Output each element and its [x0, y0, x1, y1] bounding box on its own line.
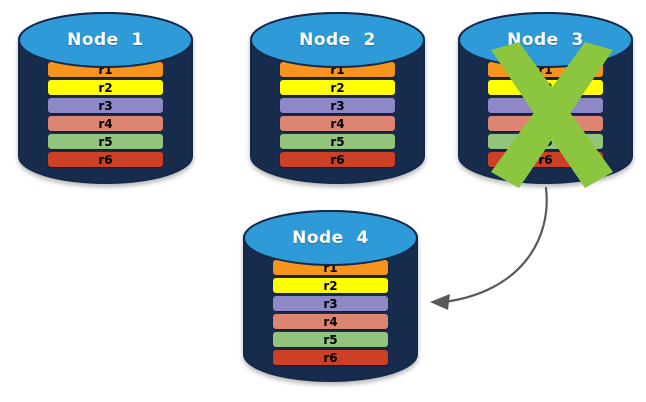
node-1-row-r6-label: r6: [98, 152, 113, 167]
node-3-title: Node 3: [507, 30, 584, 50]
node-3-cylinder-top: Node 3: [458, 12, 633, 68]
node-2-row-r6: r6: [279, 152, 396, 167]
node-2-row-r4: r4: [279, 116, 396, 131]
node-4-row-list: r1 r2 r3 r4 r5 r6: [243, 260, 418, 365]
node-3-row-r3-label: r3: [538, 98, 553, 113]
node-4-row-r4: r4: [272, 314, 389, 329]
node-4-row-r5: r5: [272, 332, 389, 347]
node-2-row-r3: r3: [279, 98, 396, 113]
node-3[interactable]: r1 r2 r3 r4 r5 r6 Node 3: [458, 12, 633, 184]
node-1-row-list: r1 r2 r3 r4 r5 r6: [18, 62, 193, 167]
node-4-row-r3-label: r3: [323, 296, 338, 311]
node-4-cylinder-top: Node 4: [243, 210, 418, 266]
node-4-row-r6-label: r6: [323, 350, 338, 365]
node-3-row-r3: r3: [487, 98, 604, 113]
node-2-cylinder-top: Node 2: [250, 12, 425, 68]
node-3-row-r4: r4: [487, 116, 604, 131]
node-1-row-r5-label: r5: [98, 134, 113, 149]
node-4-title: Node 4: [292, 228, 369, 248]
node-1-row-r3: r3: [47, 98, 164, 113]
node-4-row-r5-label: r5: [323, 332, 338, 347]
node-1-title: Node 1: [67, 30, 144, 50]
node-3-row-r4-label: r4: [538, 116, 553, 131]
node-3-row-list: r1 r2 r3 r4 r5 r6: [458, 62, 633, 167]
node-1-row-r3-label: r3: [98, 98, 113, 113]
node-1-row-r4-label: r4: [98, 116, 113, 131]
node-3-row-r6: r6: [487, 152, 604, 167]
node-1-row-r6: r6: [47, 152, 164, 167]
node-4[interactable]: r1 r2 r3 r4 r5 r6 Node 4: [243, 210, 418, 382]
node-2-row-r2: r2: [279, 80, 396, 95]
node-1[interactable]: r1 r2 r3 r4 r5 r6 Node 1: [18, 12, 193, 184]
node-2-row-r6-label: r6: [330, 152, 345, 167]
node-2-title: Node 2: [299, 30, 376, 50]
node-2[interactable]: r1 r2 r3 r4 r5 r6 Node 2: [250, 12, 425, 184]
node-1-row-r2: r2: [47, 80, 164, 95]
node-1-row-r5: r5: [47, 134, 164, 149]
node-3-row-r5-label: r5: [538, 134, 553, 149]
node-3-row-r2: r2: [487, 80, 604, 95]
node-2-row-r3-label: r3: [330, 98, 345, 113]
node-4-row-r6: r6: [272, 350, 389, 365]
node-3-row-r5: r5: [487, 134, 604, 149]
node-1-row-r2-label: r2: [98, 80, 113, 95]
node-2-row-list: r1 r2 r3 r4 r5 r6: [250, 62, 425, 167]
node-1-cylinder-top: Node 1: [18, 12, 193, 68]
node-2-row-r4-label: r4: [330, 116, 345, 131]
node-2-row-r5: r5: [279, 134, 396, 149]
node-3-row-r6-label: r6: [538, 152, 553, 167]
node-4-row-r4-label: r4: [323, 314, 338, 329]
node-2-row-r5-label: r5: [330, 134, 345, 149]
node-1-row-r4: r4: [47, 116, 164, 131]
node-4-row-r2: r2: [272, 278, 389, 293]
node-2-row-r2-label: r2: [330, 80, 345, 95]
node-4-row-r3: r3: [272, 296, 389, 311]
node-4-row-r2-label: r2: [323, 278, 338, 293]
node-3-row-r2-label: r2: [538, 80, 553, 95]
